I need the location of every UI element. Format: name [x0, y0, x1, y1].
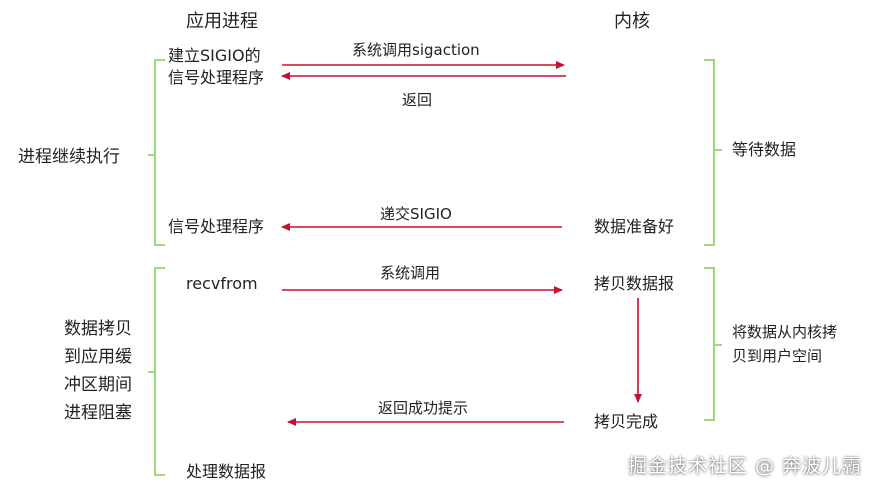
- left-bracket-continue: [154, 59, 165, 246]
- app-establish-sigio-line1: 建立SIGIO的: [168, 46, 261, 65]
- label-process-blocked: 数据拷贝 到应用缓 冲区期间 进程阻塞: [48, 315, 148, 427]
- arrow-label-return: 返回: [402, 91, 433, 109]
- label-wait-for-data: 等待数据: [732, 140, 797, 159]
- label-copy-to-user: 将数据从内核拷 贝到用户空间: [732, 320, 872, 368]
- kernel-copy-datagram: 拷贝数据报: [594, 274, 675, 293]
- app-recvfrom: recvfrom: [186, 274, 258, 293]
- left-bracket-blocked: [154, 267, 165, 476]
- app-establish-sigio-line2: 信号处理程序: [168, 68, 265, 87]
- label-process-blocked-line4: 进程阻塞: [64, 403, 132, 423]
- arrow-label-return-success: 返回成功提示: [378, 399, 469, 417]
- label-copy-to-user-line1: 将数据从内核拷: [732, 323, 838, 341]
- header-kernel: 内核: [614, 11, 650, 32]
- label-copy-to-user-line2: 贝到用户空间: [732, 347, 823, 365]
- kernel-data-ready: 数据准备好: [594, 217, 675, 236]
- arrow-label-syscall: 系统调用: [380, 264, 441, 282]
- kernel-copy-done: 拷贝完成: [594, 412, 659, 431]
- label-process-continues: 进程继续执行: [18, 147, 120, 167]
- right-bracket-wait: [704, 59, 715, 246]
- right-bracket-copy: [704, 267, 715, 421]
- header-app-process: 应用进程: [186, 11, 258, 32]
- label-process-blocked-line2: 到应用缓: [64, 347, 132, 367]
- app-process-datagram: 处理数据报: [186, 462, 267, 481]
- watermark: 掘金技术社区 @ 奔波儿霸: [627, 455, 862, 477]
- arrow-label-syscall-sigaction: 系统调用sigaction: [352, 41, 480, 59]
- label-process-blocked-line3: 冲区期间: [64, 375, 132, 395]
- arrow-label-deliver-sigio: 递交SIGIO: [380, 205, 452, 223]
- label-process-blocked-line1: 数据拷贝: [64, 319, 132, 339]
- app-signal-handler: 信号处理程序: [168, 217, 265, 236]
